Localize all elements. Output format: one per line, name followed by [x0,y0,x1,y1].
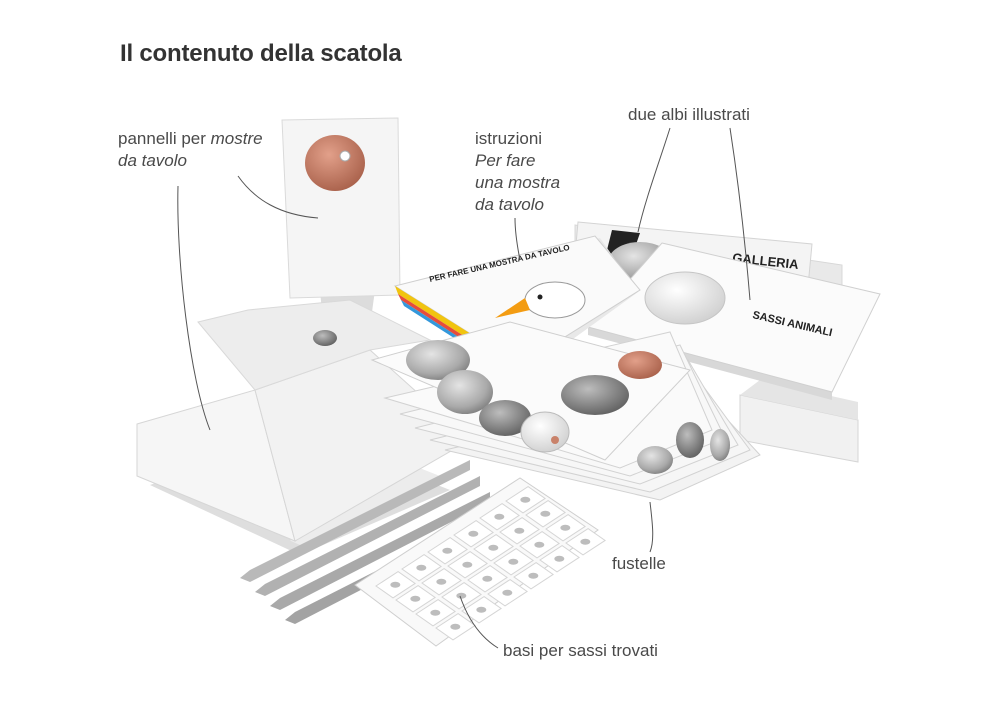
leader-pannelli [237,175,319,219]
leader-basi [459,595,499,649]
base-hole [488,544,499,551]
copper-stone-icon [305,135,365,191]
base-hole [430,609,441,616]
base-hole [494,513,505,520]
base-hole [520,496,531,503]
label-albi: due albi illustrati [628,105,750,124]
base-hole [534,541,545,548]
base-hole [476,606,487,613]
stone-icon [437,370,493,414]
leader-fustelle [649,501,654,553]
base-hole [436,578,447,585]
label-fustelle: fustelle [612,554,666,573]
base-hole [482,575,493,582]
stone-icon [676,422,704,458]
bases-grid [375,485,606,641]
page-title: Il contenuto della scatola [120,40,402,67]
label-istruzioni: istruzioni Per fare una mostra da tavolo [475,129,561,214]
bird-illustration [524,281,586,319]
stone-icon [710,429,730,461]
stone-icon [520,411,570,453]
panel-standing [281,117,401,312]
stone-icon [561,375,629,415]
bases-sheet [354,477,606,647]
stone-icon [313,330,337,346]
stone-icon [479,400,531,436]
base-hole [390,581,401,588]
base-hole [502,589,513,596]
stone-icon [406,340,470,380]
leader-lines [177,127,751,649]
base-hole [528,572,539,579]
base-hole [468,530,479,537]
base-hole [508,558,519,565]
base-hole [462,561,473,568]
fustelle-sheets [370,321,761,501]
label-pannelli: pannelli per mostre da tavolo [118,129,263,170]
stone-icon [644,271,726,325]
base-hole [410,595,421,602]
base-hole [416,564,427,571]
base-hole [450,623,461,630]
base-hole [540,510,551,517]
stone-icon [637,446,673,474]
leader-albi-2 [729,127,751,301]
label-basi: basi per sassi trovati [503,641,658,660]
leader-istruzioni [514,217,521,261]
base-hole [456,592,467,599]
base-hole [514,527,525,534]
base-hole [442,547,453,554]
stone-icon [618,351,662,379]
leader-panels-flat [177,185,211,431]
base-hole [554,555,565,562]
base-hole [580,538,591,545]
leader-albi-1 [637,127,671,233]
base-hole [560,524,571,531]
